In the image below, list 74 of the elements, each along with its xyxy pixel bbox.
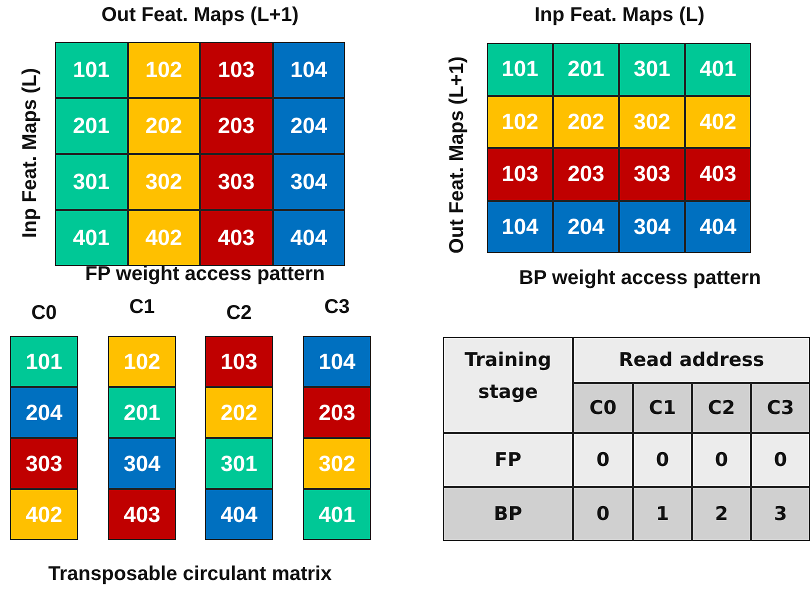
weight-cell: 204 [553,200,619,253]
figure-caption: Transposable circulant matrix [47,562,333,586]
weight-cell: 203 [200,98,272,154]
weight-cell: 201 [55,98,128,154]
table-cell: C2 [692,383,751,433]
weight-cell: 103 [200,42,272,98]
table-cell: Read address [573,337,810,383]
column-header: C1 [128,294,156,320]
weight-cell: 103 [487,148,553,200]
weight-cell: 203 [303,387,371,438]
weight-cell: 401 [685,43,751,96]
table-cell: BP [443,487,573,541]
weight-cell: 102 [487,96,553,148]
axis-title: Out Feat. Maps (L+1) [444,55,468,256]
weight-cell: 403 [685,148,751,200]
table-cell: 0 [633,433,692,487]
table-cell: C3 [751,383,810,433]
weight-cell: 103 [205,336,273,387]
weight-cell: 101 [55,42,128,98]
weight-cell: 102 [128,42,200,98]
weight-cell: 302 [619,96,685,148]
weight-cell: 301 [55,154,128,210]
weight-cell: 202 [553,96,619,148]
weight-cell: 303 [10,438,78,489]
column-header: C3 [323,294,351,320]
weight-cell: 101 [10,336,78,387]
weight-cell: 203 [553,148,619,200]
weight-cell: 402 [10,489,78,540]
table-cell: 3 [751,487,810,541]
table-cell: C1 [633,383,692,433]
axis-title: Inp Feat. Maps (L) [534,2,706,28]
table-cell: 0 [573,487,633,541]
weight-cell: 403 [200,210,272,266]
table-cell: 1 [633,487,692,541]
weight-cell: 104 [272,42,345,98]
weight-cell: 402 [685,96,751,148]
weight-cell: 202 [205,387,273,438]
axis-title: Inp Feat. Maps (L) [18,67,42,240]
weight-cell: 403 [108,489,176,540]
weight-cell: 401 [303,489,371,540]
weight-cell: 201 [108,387,176,438]
weight-cell: 303 [200,154,272,210]
weight-cell: 304 [108,438,176,489]
column-header: C2 [225,300,253,326]
table-cell: 0 [751,433,810,487]
weight-cell: 204 [272,98,345,154]
table-cell: FP [443,433,573,487]
table-cell: Training stage [443,337,573,433]
weight-cell: 104 [303,336,371,387]
weight-cell: 401 [55,210,128,266]
column-header: C0 [30,300,58,326]
weight-cell: 204 [10,387,78,438]
weight-cell: 301 [205,438,273,489]
table-cell: 2 [692,487,751,541]
weight-cell: 301 [619,43,685,96]
weight-cell: 303 [619,148,685,200]
weight-cell: 102 [108,336,176,387]
axis-title: Out Feat. Maps (L+1) [100,2,300,28]
weight-cell: 104 [487,200,553,253]
weight-cell: 404 [685,200,751,253]
weight-cell: 101 [487,43,553,96]
table-cell: 0 [692,433,751,487]
weight-cell: 404 [272,210,345,266]
table-cell: C0 [573,383,633,433]
weight-cell: 202 [128,98,200,154]
panel-caption: BP weight access pattern [518,266,762,290]
weight-cell: 304 [272,154,345,210]
weight-cell: 302 [128,154,200,210]
weight-cell: 201 [553,43,619,96]
weight-cell: 404 [205,489,273,540]
weight-cell: 402 [128,210,200,266]
weight-cell: 302 [303,438,371,489]
weight-cell: 304 [619,200,685,253]
table-cell: 0 [573,433,633,487]
